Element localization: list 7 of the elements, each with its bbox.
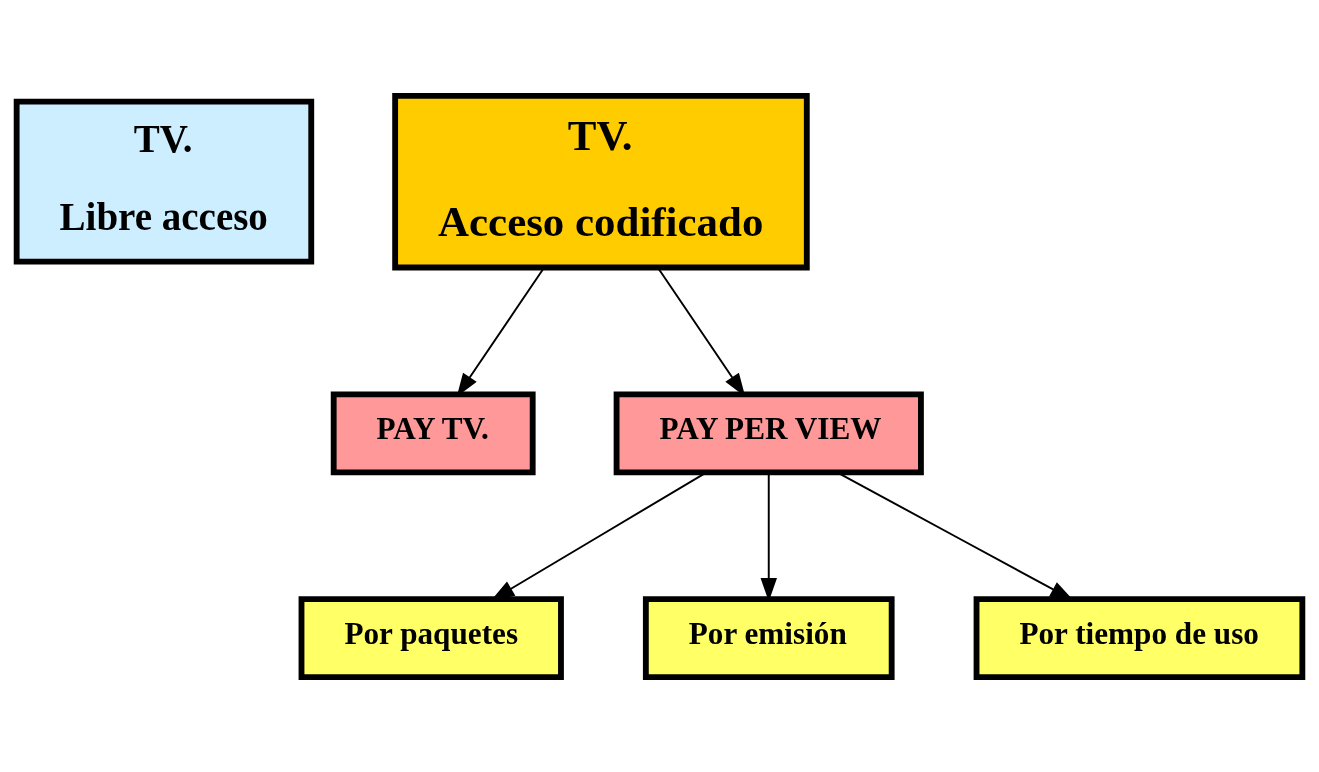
node-box: PAY TV. [330,390,536,475]
node-box: Por paquetes [298,595,564,680]
node-box: TV. Libre acceso [13,98,315,265]
node-box: Por emisión [642,595,895,680]
node-box: Por tiempo de uso [973,595,1306,680]
node-box: PAY PER VIEW [613,390,924,475]
node-box: TV. Acceso codificado [392,92,810,270]
